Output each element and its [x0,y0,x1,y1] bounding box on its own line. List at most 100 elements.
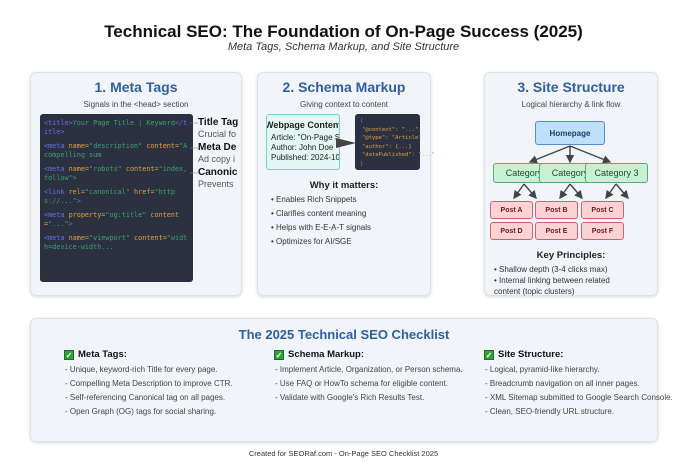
code-token: <meta [44,142,69,150]
code-token: "description" [89,142,147,150]
code-token: <title> [44,119,73,127]
json-ld-block [355,114,420,170]
checklist-item: - XML Sitemap submitted to Google Search… [485,393,673,402]
checklist-item: - Breadcrumb navigation on all inner pag… [485,379,640,388]
card-subtitle: Signals in the <head> section [83,100,189,109]
checklist-item: - Unique, keyword-rich Title for every p… [65,365,218,374]
code-token: content= [125,165,159,173]
heading-label: Meta Tags: [78,349,127,360]
page-title: Technical SEO: The Foundation of On-Page… [104,22,583,41]
why-item: • Optimizes for AI/SGE [271,237,352,246]
why-item: • Enables Rich Snippets [271,195,357,204]
json-line: { [360,118,364,124]
code-token: "index, follow"> [44,165,192,182]
code-token: content= [146,142,180,150]
json-line: "author": {...} [362,143,412,150]
json-line: "@type": "Article" [362,135,422,141]
annotation-label: Meta De [198,142,237,153]
code-token: "width=device-width... [44,234,188,251]
principle-item: • Shallow depth (3-4 clicks max) [494,265,608,274]
code-token: content= [134,234,167,242]
code-token: name= [68,142,90,150]
arrow-icon [336,138,356,148]
card-subtitle: Giving context to content [299,100,389,109]
principles-title: Key Principles: [536,250,606,261]
card-title: 2. Schema Markup [282,79,406,95]
checklist-heading: ✓ Meta Tags: [64,349,127,360]
code-token: "https://..."> [44,188,175,205]
code-lines: <title>Your Page Title | Keyword</title>… [44,119,190,257]
checklist-item: - Logical, pyramid-like hierarchy. [485,365,600,374]
code-token: "robots" [89,165,126,173]
why-item: • Clarifies content meaning [271,209,367,218]
code-token: </title> [44,119,188,136]
code-token: <meta [44,165,69,173]
card-title: 3. Site Structure [517,79,625,95]
annotation-desc: Ad copy i [198,154,236,164]
checklist-item: - Use FAQ or HowTo schema for eligible c… [275,379,448,388]
checkbox-icon: ✓ [64,349,74,360]
json-line: "@context": "..." [362,126,419,133]
hierarchy-arrows [513,145,629,200]
code-line: <meta name="description" content="A comp… [44,142,190,160]
card-title: 1. Meta Tags [94,79,178,95]
category-node: Category 3 [585,163,648,183]
code-line: <meta name="viewport" content="width=dev… [44,234,190,252]
card-subtitle: Logical hierarchy & link flow [521,100,621,109]
why-title: Why it matters: [309,180,379,191]
code-line: <link rel="canonical" href="https://..."… [44,188,190,206]
post-node: Post D [490,222,533,240]
code-token: "viewport" [89,234,135,242]
annotation-connectors [190,122,198,174]
post-node: Post A [490,201,533,219]
heading-label: Schema Markup: [288,349,365,360]
why-item: • Helps with E-E-A-T signals [271,223,372,232]
annotation-desc: Crucial fo [198,129,237,139]
page-subtitle: Meta Tags, Schema Markup, and Site Struc… [227,41,460,53]
code-token: rel= [68,188,85,196]
code-token: name= [68,234,90,242]
code-block [40,114,193,282]
footer: Created for SEORaf.com - On-Page SEO Che… [248,449,439,458]
checklist-item: - Self-referencing Canonical tag on all … [65,393,226,402]
checklist-item: - Clean, SEO-friendly URL structure. [485,407,615,416]
checklist-heading: ✓ Site Structure: [484,349,563,360]
checklist-item: - Compelling Meta Description to improve… [65,379,233,388]
principle-item: content (topic clusters) [494,287,575,296]
site-structure-card: 3. Site Structure Logical hierarchy & li… [484,72,658,296]
checklist-item: - Implement Article, Organization, or Pe… [275,365,463,374]
webpage-content-box: Webpage Content Article: "On-Page SEO Au… [266,114,340,170]
checklist-item: - Open Graph (OG) tags for social sharin… [65,407,217,416]
checkbox-icon: ✓ [274,349,284,360]
code-token: "..."> [48,220,73,228]
json-line: "datePublished": "..." [362,152,435,158]
code-line: <meta property="og:title" content="..."> [44,211,190,229]
heading-label: Site Structure: [498,349,564,360]
code-line: <meta name="robots" content="index, foll… [44,165,190,183]
code-token: Your Page Title | Keyword [72,119,175,127]
code-token: <meta [44,211,69,219]
webpage-line: Author: John Doe [271,143,334,152]
checkbox-icon: ✓ [484,349,494,360]
post-node: Post C [581,201,624,219]
checklist-panel: The 2025 Technical SEO Checklist [30,318,658,442]
code-token: name= [68,165,90,173]
code-token: href= [134,188,155,196]
json-line: } [360,160,364,167]
schema-markup-card: 2. Schema Markup Giving context to conte… [257,72,431,296]
webpage-line: Article: "On-Page SEO [271,133,340,142]
annotation-label: Title Tag [198,117,239,128]
annotation-desc: Prevents [198,179,234,189]
webpage-title: Webpage Content [266,120,340,130]
checklist-title: The 2025 Technical SEO Checklist [238,327,450,342]
code-line: <title>Your Page Title | Keyword</title> [44,119,190,137]
post-node: Post E [535,222,578,240]
checklist-item: - Validate with Google's Rich Results Te… [275,393,425,402]
code-token: <link [44,188,69,196]
webpage-line: Published: 2024-10-26 [271,153,340,162]
code-token: <meta [44,234,69,242]
code-token: "A compelling sum [44,142,192,159]
checklist-heading: ✓ Schema Markup: [274,349,364,360]
post-node: Post B [535,201,578,219]
code-token: content= [44,211,180,228]
